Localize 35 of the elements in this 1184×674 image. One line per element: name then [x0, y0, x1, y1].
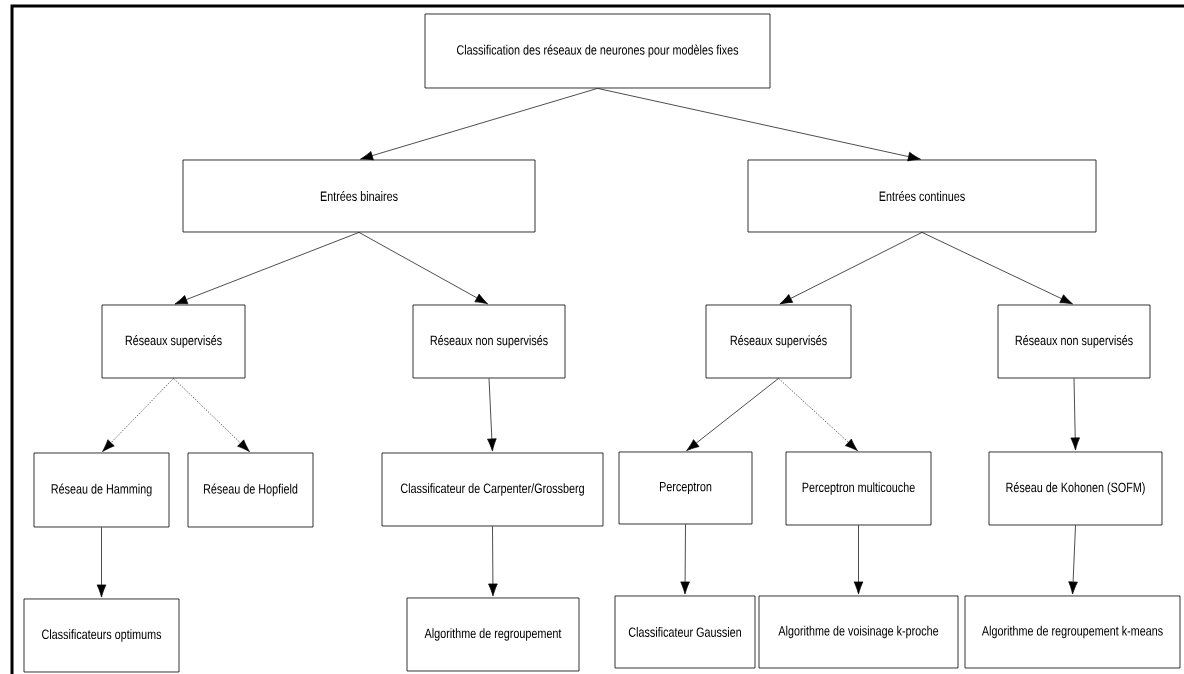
- label-box: Réseaux non supervisés: [412, 304, 566, 379]
- label-box: Perceptron multicouche: [785, 451, 932, 526]
- arrow: [778, 378, 858, 451]
- arrow: [488, 526, 498, 597]
- arrow: [174, 232, 360, 305]
- arrow: [487, 378, 497, 452]
- arrow: [1070, 378, 1080, 451]
- label-box: Entrées binaires: [182, 159, 536, 233]
- arrow: [779, 232, 923, 305]
- arrow: [597, 88, 921, 162]
- arrow: [173, 378, 250, 452]
- label-box: Classificateur de Carpenter/Grossberg: [381, 452, 604, 527]
- arrow: [360, 88, 598, 161]
- label-box: Réseau de Hopfield: [187, 452, 314, 528]
- arrow: [686, 378, 779, 451]
- label-box: Algorithme de voisinage k-proche: [758, 595, 959, 669]
- label-box: Réseaux supervisés: [101, 304, 246, 379]
- arrow: [358, 232, 489, 305]
- label-box: Classificateur Gaussien: [614, 595, 756, 669]
- arrow: [921, 232, 1073, 305]
- label-box: Réseaux non supervisés: [997, 304, 1151, 379]
- label-box: Classification des réseaux de neurones pour modèles fixes: [424, 13, 771, 89]
- label-box: Entrées continues: [747, 159, 1097, 233]
- arrow: [680, 524, 690, 595]
- label-box: Réseaux supervisés: [705, 304, 852, 379]
- label-box: Réseau de Hamming: [33, 452, 170, 528]
- arrow: [1068, 525, 1078, 595]
- label-box: Algorithme de regroupement: [406, 597, 580, 672]
- arrow: [853, 525, 864, 595]
- label-box: Perceptron: [618, 451, 753, 525]
- label-box: Algorithme de regroupement k-means: [964, 595, 1181, 669]
- label-box: Classificateurs optimums: [23, 598, 180, 673]
- label-box: Réseau de Kohonen (SOFM): [988, 451, 1163, 526]
- arrow: [102, 378, 174, 452]
- arrow: [96, 527, 107, 598]
